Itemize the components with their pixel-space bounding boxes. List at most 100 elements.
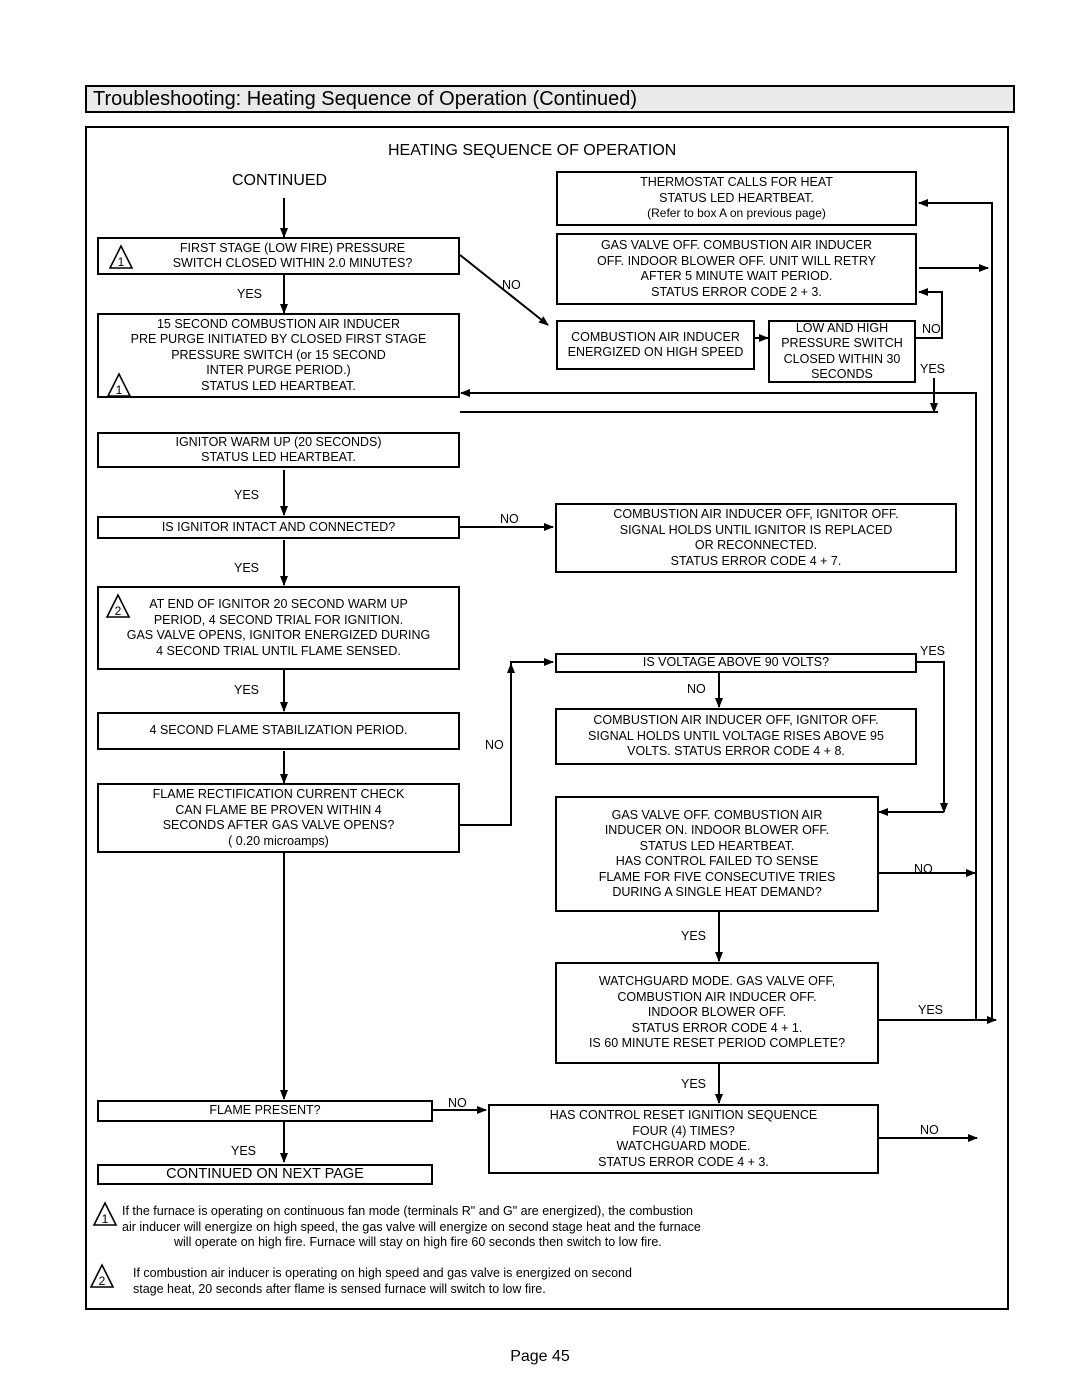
box-text: FOUR (4) TIMES? [632,1123,735,1138]
box-text: PRE PURGE INITIATED BY CLOSED FIRST STAG… [130,332,427,347]
footnote-1: If the furnace is operating on continuou… [122,1204,701,1251]
box-text: OFF. INDOOR BLOWER OFF. UNIT WILL RETRY [597,253,876,268]
ignitor-off-box: COMBUSTION AIR INDUCER OFF, IGNITOR OFF.… [555,503,957,573]
thermostat-box: THERMOSTAT CALLS FOR HEAT STATUS LED HEA… [556,171,917,226]
yes-label: YES [681,929,707,943]
flame-stabilization-box: 4 SECOND FLAME STABILIZATION PERIOD. [97,712,460,750]
flame-present-box: FLAME PRESENT? [97,1100,433,1122]
yes-label: YES [237,287,263,301]
warning-1-icon: 1 [92,1201,118,1226]
box-text: DURING A SINGLE HEAT DEMAND? [612,885,822,899]
diagram-frame [85,126,1009,1310]
warning-1-number: 1 [116,383,123,397]
yes-label: YES [920,644,946,658]
title-bar: Troubleshooting: Heating Sequence of Ope… [85,85,1015,113]
footnote-line: air inducer will energize on high speed,… [122,1219,701,1234]
box-text: GAS VALVE OFF. COMBUSTION AIR [611,807,823,822]
box-text: COMBUSTION AIR INDUCER OFF, IGNITOR OFF. [593,713,879,728]
return-to-prepurge [460,389,977,1020]
prepurge-box: 15 SECOND COMBUSTION AIR INDUCER PRE PUR… [97,313,460,398]
box-text: LOW AND HIGH [795,320,889,335]
no-label: NO [485,738,504,752]
arrow-voltage-yes [917,661,948,813]
no-label: NO [687,682,706,696]
ignitor-intact-box: IS IGNITOR INTACT AND CONNECTED? [97,516,460,539]
yes-label: YES [234,683,260,697]
box-text: FLAME PRESENT? [209,1103,321,1118]
box-text: GAS VALVE OFF. COMBUSTION AIR INDUCER [600,238,873,252]
box-text: CAN FLAME BE PROVEN WITHIN 4 [175,802,382,817]
no-label: NO [500,512,519,526]
box-text: 4 SECOND TRIAL UNTIL FLAME SENSED. [156,643,401,658]
gas-valve-off-retry-box: GAS VALVE OFF. COMBUSTION AIR INDUCER OF… [556,233,917,305]
box-text: AFTER 5 MINUTE WAIT PERIOD. [640,269,833,283]
flame-rectification-box: FLAME RECTIFICATION CURRENT CHECK CAN FL… [97,783,460,853]
box-text: COMBUSTION AIR INDUCER OFF. [617,989,817,1004]
low-high-switch-box: LOW AND HIGH PRESSURE SWITCH CLOSED WITH… [768,320,916,383]
box-text: ( 0.20 microamps) [228,833,329,848]
box-text: STATUS ERROR CODE 2 + 3. [651,284,822,299]
yes-label: YES [920,362,946,376]
box-text: SECONDS [811,367,873,381]
continued-next-page-box: CONTINUED ON NEXT PAGE [97,1164,433,1185]
box-text: (Refer to box A on previous page) [647,206,826,221]
yes-label: YES [234,488,260,502]
no-label: NO [920,1123,939,1137]
diagram-heading: HEATING SEQUENCE OF OPERATION [388,142,677,159]
warning-1-icon: 1 [106,372,132,397]
no-label: NO [448,1096,467,1110]
yes-label: YES [681,1077,707,1091]
loop-to-thermostat [918,199,993,1020]
box-text: AT END OF IGNITOR 20 SECOND WARM UP [149,597,408,611]
first-stage-switch-box: FIRST STAGE (LOW FIRE) PRESSURE SWITCH C… [97,237,460,275]
arrow-low-high-no [916,288,943,339]
no-label: NO [502,278,521,292]
box-text: IS VOLTAGE ABOVE 90 VOLTS? [642,655,830,670]
box-text: IGNITOR WARM UP (20 SECONDS) [175,434,382,449]
box-text: FIRST STAGE (LOW FIRE) PRESSURE [179,240,406,255]
box-text: STATUS LED HEARTBEAT. [201,378,356,393]
yes-label: YES [234,561,260,575]
box-text: PRESSURE SWITCH (or 15 SECOND [171,347,386,362]
box-text: 15 SECOND COMBUSTION AIR INDUCER [156,316,401,331]
box-text: FLAME FOR FIVE CONSECUTIVE TRIES [598,869,836,884]
box-text: VOLTS. STATUS ERROR CODE 4 + 8. [627,744,845,759]
cai-high-speed-box: COMBUSTION AIR INDUCER ENERGIZED ON HIGH… [556,320,755,370]
box-text: SWITCH CLOSED WITHIN 2.0 MINUTES? [172,256,413,270]
footnote-line: If the furnace is operating on continuou… [122,1204,693,1218]
warning-1-number: 1 [102,1212,109,1226]
warning-2-number: 2 [115,604,122,618]
yes-label: YES [231,1144,257,1158]
box-text: OR RECONNECTED. [694,538,818,552]
warning-1-icon: 1 [108,244,134,269]
footnote-line: If combustion air inducer is operating o… [133,1266,632,1280]
box-text: STATUS ERROR CODE 4 + 3. [598,1154,769,1169]
box-text: WATCHGUARD MODE. [616,1139,751,1153]
watchguard-box: WATCHGUARD MODE. GAS VALVE OFF, COMBUSTI… [555,962,879,1064]
box-text: INDOOR BLOWER OFF. [647,1005,787,1020]
arrow-switch-no [459,254,549,326]
box-text: SIGNAL HOLDS UNTIL IGNITOR IS REPLACED [619,522,893,537]
yes-label: YES [918,1003,944,1017]
box-text: CONTINUED ON NEXT PAGE [166,1165,364,1182]
box-text: CLOSED WITHIN 30 [783,351,901,366]
footnote-line: stage heat, 20 seconds after flame is se… [133,1281,546,1296]
no-label: NO [914,862,933,876]
page-title: Troubleshooting: Heating Sequence of Ope… [93,88,638,110]
reset-four-times-box: HAS CONTROL RESET IGNITION SEQUENCE FOUR… [488,1104,879,1174]
box-text: IS 60 MINUTE RESET PERIOD COMPLETE? [588,1036,846,1051]
box-text: ENERGIZED ON HIGH SPEED [567,345,744,359]
continued-label: CONTINUED [232,172,328,189]
five-tries-box: GAS VALVE OFF. COMBUSTION AIR INDUCER ON… [555,796,879,912]
warning-2-icon: 2 [89,1263,115,1288]
box-text: 4 SECOND FLAME STABILIZATION PERIOD. [149,723,408,738]
footnote-2: If combustion air inducer is operating o… [133,1266,632,1297]
box-text: COMBUSTION AIR INDUCER [571,329,740,344]
box-text: HAS CONTROL RESET IGNITION SEQUENCE [549,1108,818,1122]
trial-ignition-box: AT END OF IGNITOR 20 SECOND WARM UP PERI… [97,586,460,670]
box-text: HAS CONTROL FAILED TO SENSE [615,854,819,868]
box-text: PRESSURE SWITCH [781,336,903,350]
box-text: IS IGNITOR INTACT AND CONNECTED? [161,519,396,534]
warning-2-number: 2 [99,1274,106,1288]
